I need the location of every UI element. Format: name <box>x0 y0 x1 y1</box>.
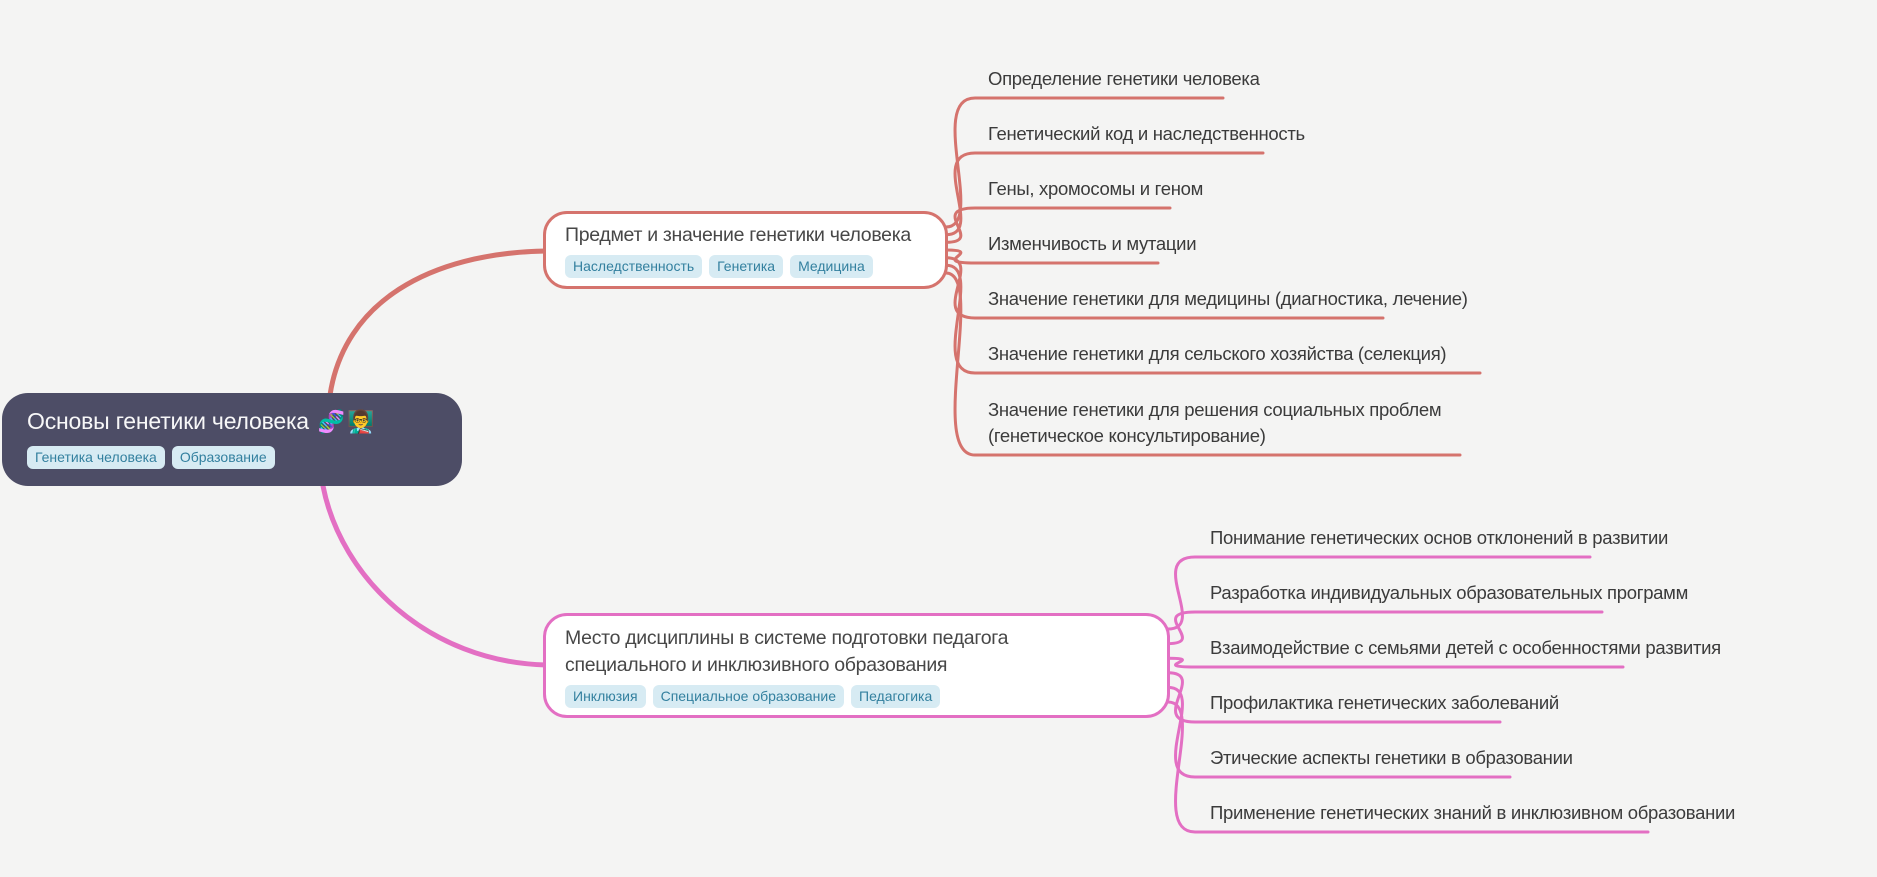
root-topic-text: Основы генетики человека <box>27 408 309 434</box>
root-tags: Генетика человека Образование <box>27 446 437 469</box>
tag-chip: Наследственность <box>565 255 703 278</box>
tag-chip: Медицина <box>790 255 873 278</box>
subtopic-label[interactable]: Значение генетики для решения социальных… <box>988 399 1442 446</box>
subtopic-label[interactable]: Изменчивость и мутации <box>988 233 1197 254</box>
subtopic-label[interactable]: Разработка индивидуальных образовательны… <box>1210 582 1689 603</box>
subtopic-label[interactable]: Этические аспекты генетики в образовании <box>1210 747 1573 768</box>
subtopic-label[interactable]: Значение генетики для сельского хозяйств… <box>988 343 1447 364</box>
tag-chip: Инклюзия <box>565 685 646 708</box>
main-topic-title: Место дисциплины в системе подготовки пе… <box>565 627 1009 676</box>
tag-chip: Генетика <box>709 255 784 278</box>
subtopic-label[interactable]: Взаимодействие с семьями детей с особенн… <box>1210 637 1721 658</box>
main-topic-discipline-place[interactable]: Место дисциплины в системе подготовки пе… <box>543 613 1170 718</box>
subtopic-label[interactable]: Определение генетики человека <box>988 68 1260 89</box>
main-topic-2-tags: Инклюзия Специальное образование Педагогик… <box>565 685 1148 708</box>
subtopic-label[interactable]: Понимание генетических основ отклонений … <box>1210 527 1669 548</box>
tag-chip: Образование <box>171 446 275 469</box>
dna-and-teacher-emoji: 🧬👨‍🏫 <box>317 409 377 434</box>
tag-chip: Педагогика <box>851 685 941 708</box>
main-topic-title: Предмет и значение генетики человека <box>565 224 911 246</box>
subtopic-label[interactable]: Профилактика генетических заболеваний <box>1210 692 1559 713</box>
tag-chip: Специальное образование <box>652 685 845 708</box>
subtopic-label[interactable]: Гены, хромосомы и геном <box>988 178 1204 199</box>
main-topic-genetics-subject[interactable]: Предмет и значение генетики человека Нас… <box>543 211 948 289</box>
main-topic-1-tags: Наследственность Генетика Медицина <box>565 255 926 278</box>
subtopic-label[interactable]: Генетический код и наследственность <box>988 123 1305 144</box>
subtopic-label[interactable]: Применение генетических знаний в инклюзи… <box>1210 802 1736 823</box>
root-topic[interactable]: Основы генетики человека 🧬👨‍🏫 Генетика че… <box>2 393 462 486</box>
tag-chip: Генетика человека <box>27 446 165 469</box>
subtopic-label[interactable]: Значение генетики для медицины (диагност… <box>988 288 1468 309</box>
root-topic-title: Основы генетики человека 🧬👨‍🏫 <box>27 406 437 437</box>
